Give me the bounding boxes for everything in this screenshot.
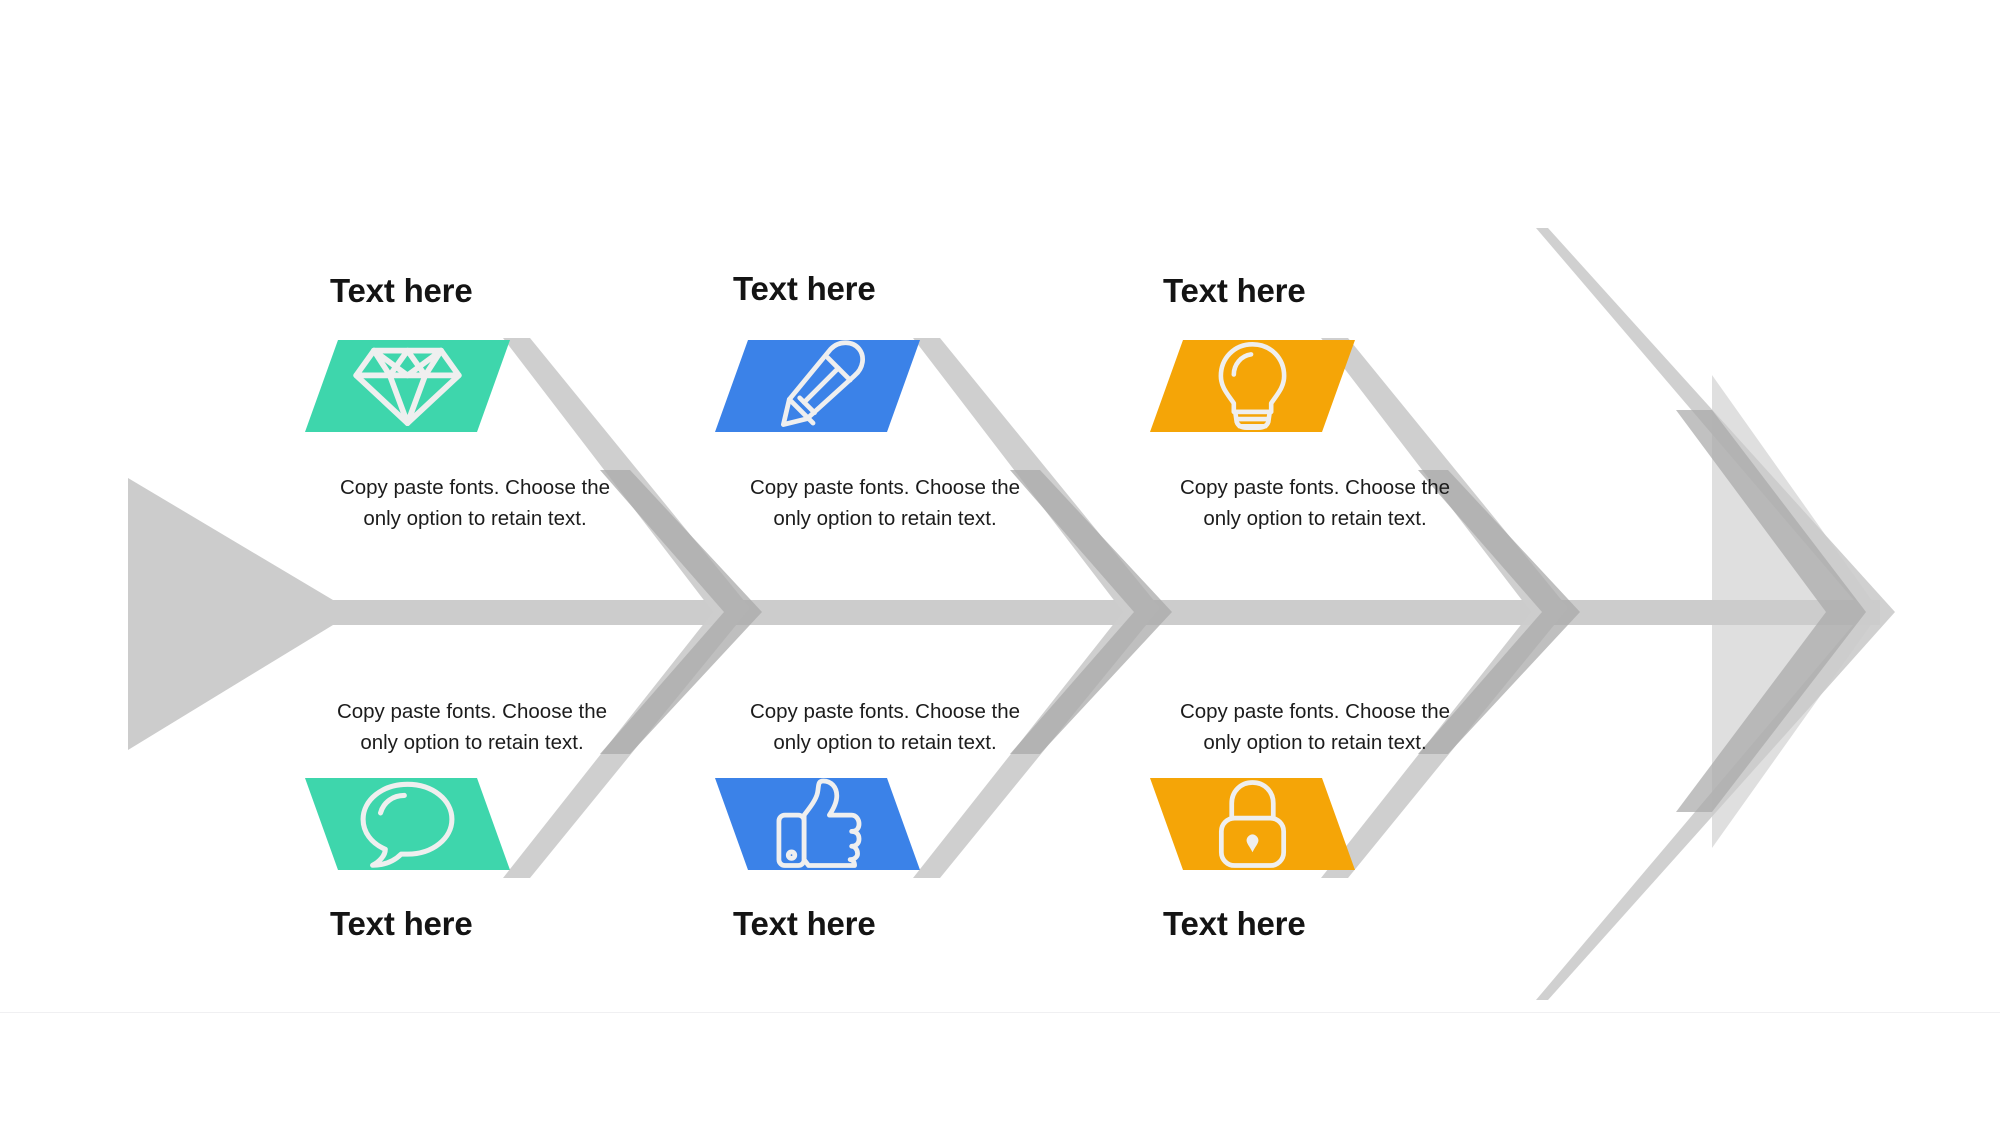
bottom-branch-2-parallelogram: [715, 778, 920, 870]
top-branch-3-parallelogram: [1150, 340, 1355, 432]
bottom-branch-1-parallelogram: [305, 778, 510, 870]
tail-fin: [128, 478, 333, 750]
bottom-branch-2-heading: Text here: [733, 905, 876, 942]
top-branch-2-heading: Text here: [733, 270, 876, 307]
bottom-branch-1-body: Copy paste fonts. Choose the only option…: [336, 700, 608, 754]
top-branch-1-heading: Text here: [330, 272, 473, 309]
top-branch-3-heading: Text here: [1163, 272, 1306, 309]
bottom-branch-3-heading: Text here: [1163, 905, 1306, 942]
top-branch-1-body: Copy paste fonts. Choose the only option…: [339, 476, 611, 530]
top-branch-2-tile[interactable]: [715, 340, 920, 432]
footer-divider: [0, 1012, 2000, 1013]
spine-bar: [320, 600, 1880, 625]
bottom-branch-2-body: Copy paste fonts. Choose the only option…: [749, 700, 1021, 754]
bottom-branch-3-parallelogram: [1150, 778, 1355, 870]
bone-chevron-2-inner: [1010, 470, 1172, 754]
bone-chevron-3-inner: [1418, 470, 1580, 754]
bottom-branch-3-tile[interactable]: [1150, 778, 1355, 870]
bottom-branch-2-tile[interactable]: [715, 778, 920, 870]
footer-bar: dwslide | 用PPT创造价值 微信订阅：大文懂个P: [0, 1013, 2000, 1125]
top-branch-2-body: Copy paste fonts. Choose the only option…: [749, 476, 1021, 530]
bottom-branch-1-heading: Text here: [330, 905, 473, 942]
top-branch-1-parallelogram: [305, 340, 510, 432]
top-branch-3-tile[interactable]: [1150, 340, 1355, 432]
bone-chevron-1-inner: [600, 470, 762, 754]
top-branch-3-body: Copy paste fonts. Choose the only option…: [1179, 476, 1451, 530]
bottom-branch-1-tile[interactable]: [305, 778, 510, 870]
bottom-branch-3-body: Copy paste fonts. Choose the only option…: [1179, 700, 1451, 754]
top-branch-1-tile[interactable]: [305, 340, 510, 432]
top-branch-2-parallelogram: [715, 340, 920, 432]
head-inner-chevron: [1676, 410, 1866, 812]
